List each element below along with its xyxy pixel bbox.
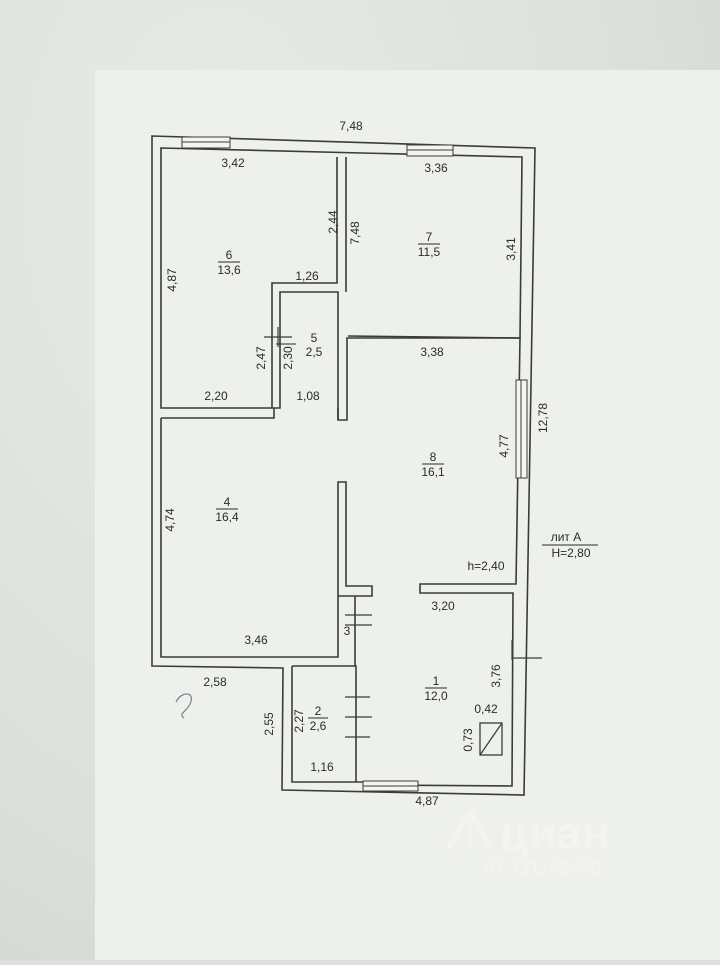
room-4-number: 4 <box>224 495 231 509</box>
room-1-area: 12,0 <box>424 689 448 703</box>
cian-watermark: циан ID 331199688 <box>445 807 610 879</box>
room-8-area: 16,1 <box>421 465 445 479</box>
dim-room7-right: 3,41 <box>504 237 518 261</box>
fraction-lines <box>216 243 447 719</box>
dim-room6-right-upper: 2,44 <box>326 210 340 234</box>
dim-room6-top: 3,42 <box>221 156 245 170</box>
dim-room6-step: 1,26 <box>295 269 319 283</box>
windows <box>181 136 528 792</box>
dim-fixture-width: 0,42 <box>474 702 498 716</box>
dim-annex-left: 2,55 <box>262 712 276 736</box>
dim-room4-bottom: 3,46 <box>244 633 268 647</box>
litera-label: лит А <box>551 530 582 544</box>
room-3-number: 3 <box>344 624 351 638</box>
paper-sheet <box>95 70 720 960</box>
dim-room8-right: 4,77 <box>497 434 511 458</box>
dim-fixture-height: 0,73 <box>461 728 475 752</box>
tick-marks <box>264 327 542 738</box>
cian-brand: циан <box>500 807 610 859</box>
dim-room1-top: 3,20 <box>431 599 455 613</box>
room-2-area: 2,6 <box>310 719 327 733</box>
fixture-box <box>479 722 503 756</box>
room-6-area: 13,6 <box>217 263 241 277</box>
dim-room4-left: 4,74 <box>163 508 177 532</box>
cian-logo-icon <box>445 807 495 850</box>
room-5-number: 5 <box>311 331 318 345</box>
dim-overall-depth: 12,78 <box>536 403 550 433</box>
dim-room7-top: 3,36 <box>424 161 448 175</box>
room-4-area: 16,4 <box>215 510 239 524</box>
dim-room2-left: 2,27 <box>292 709 306 733</box>
dim-room5-b: 2,30 <box>281 346 295 370</box>
listing-id: ID 331199688 <box>484 858 602 879</box>
dim-room1-right: 3,76 <box>489 664 503 688</box>
dim-room6-bottom: 2,20 <box>204 389 228 403</box>
dim-room2-bottom: 1,16 <box>310 760 334 774</box>
dim-annex-top: 2,58 <box>203 675 227 689</box>
dim-corridor-width: 1,08 <box>296 389 320 403</box>
room-2-number: 2 <box>315 704 322 718</box>
room-7-number: 7 <box>426 230 433 244</box>
room-8-number: 8 <box>430 450 437 464</box>
pencil-mark <box>175 693 192 719</box>
room-6-number: 6 <box>226 248 233 262</box>
dim-room6-left: 4,87 <box>165 268 179 292</box>
walls <box>151 135 536 796</box>
dim-bottom: 4,87 <box>415 794 439 808</box>
dim-room7-left: 7,48 <box>348 221 362 245</box>
ceiling-height: h=2,40 <box>467 559 504 573</box>
dim-room8-top: 3,38 <box>420 345 444 359</box>
room-7-area: 11,5 <box>418 245 441 259</box>
room-5-area: 2,5 <box>306 345 323 359</box>
room-1-number: 1 <box>433 674 440 688</box>
dim-overall-width: 7,48 <box>339 119 363 133</box>
dim-room5-a: 2,47 <box>254 346 268 370</box>
building-height: H=2,80 <box>551 546 590 560</box>
